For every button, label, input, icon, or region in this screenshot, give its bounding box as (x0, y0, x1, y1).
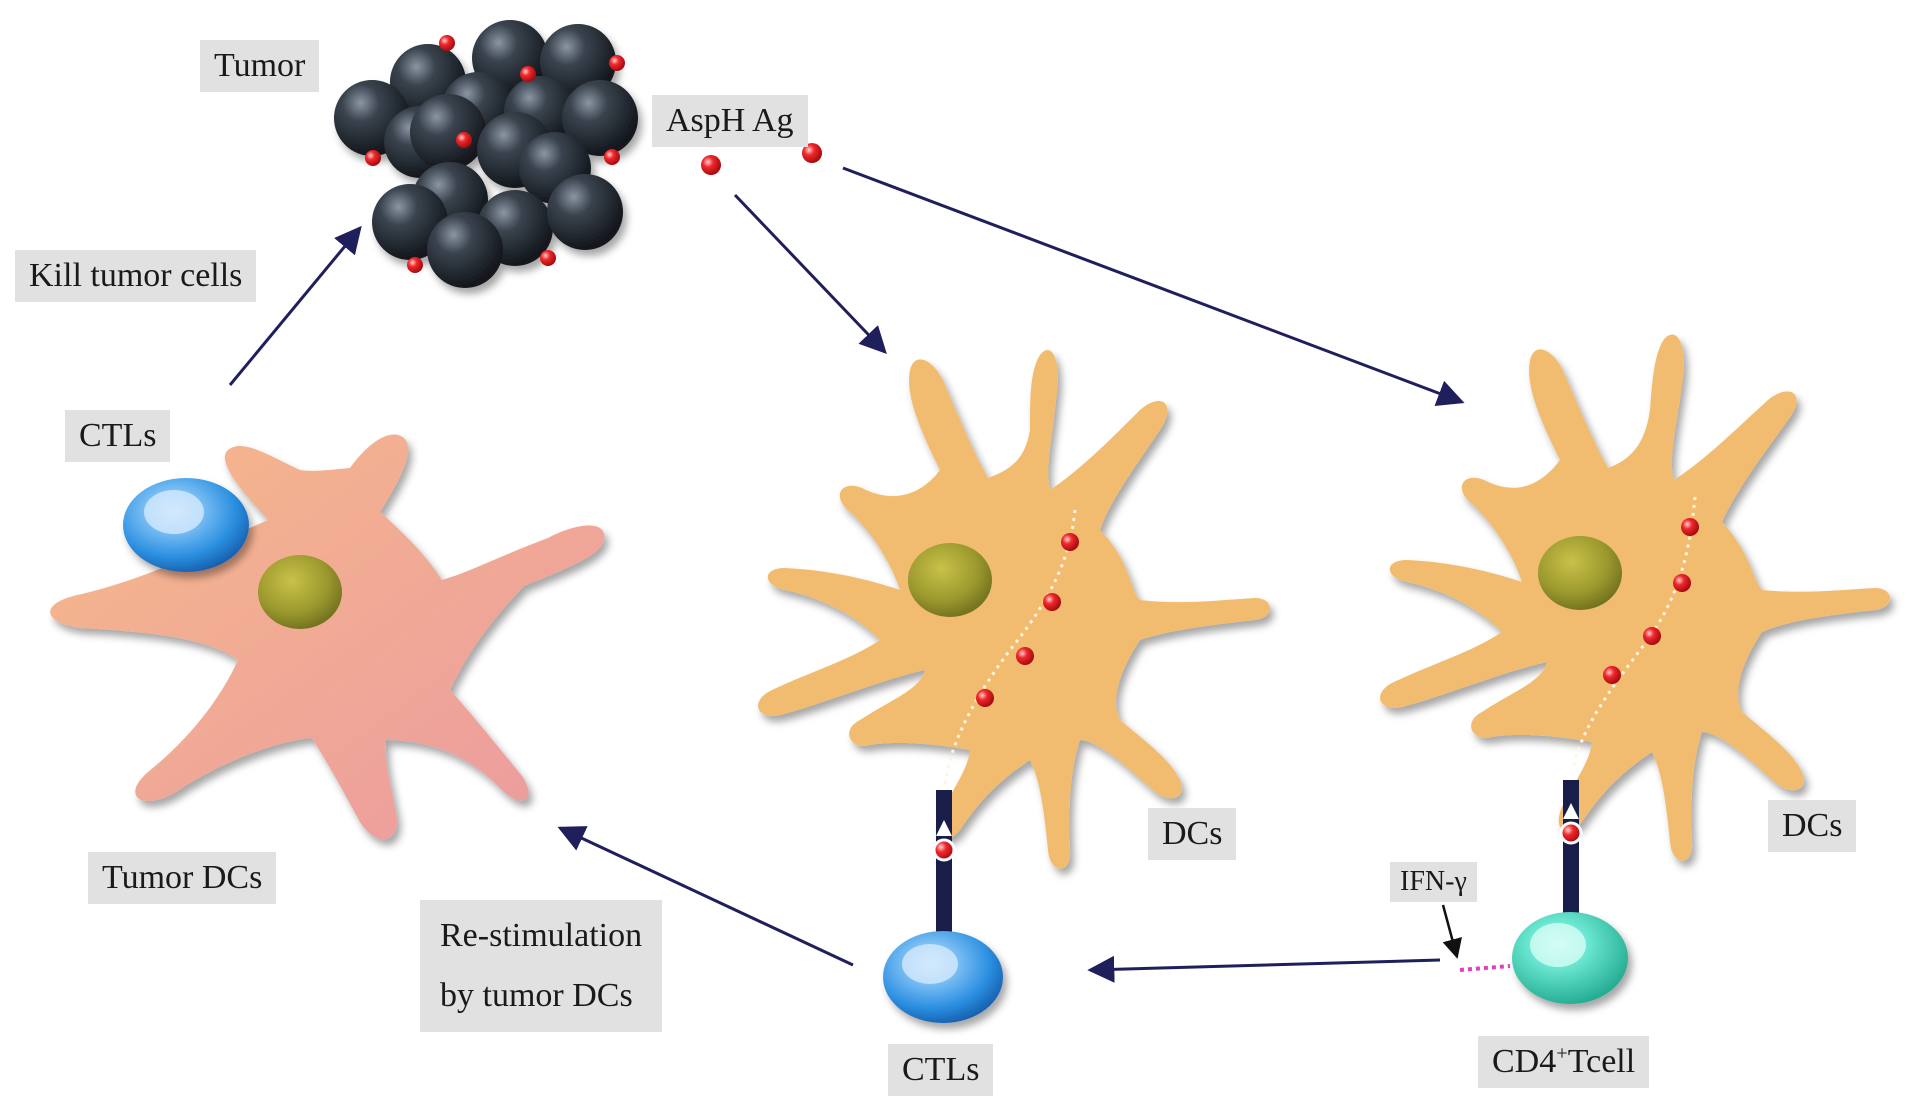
arrow-cd4-to-ctl (1090, 960, 1440, 970)
arrow-antigen-to-dc-right (843, 168, 1462, 402)
tumor-dc-cell (50, 435, 604, 840)
label-tumor: Tumor (200, 40, 319, 92)
label-cd4-sup: + (1556, 1043, 1568, 1065)
dc-middle-synapse-antigen (934, 840, 954, 860)
free-antigens (701, 143, 822, 175)
dc-middle-cell (758, 350, 1270, 869)
arrow-antigen-to-dc-middle (735, 195, 885, 352)
label-ctls-bottom: CTLs (888, 1044, 993, 1096)
label-ifn-gamma: IFN-γ (1390, 862, 1477, 902)
ctl-cell-top (123, 478, 249, 572)
dc-right-synapse (1563, 780, 1579, 930)
ifn-gamma-link (1460, 966, 1510, 970)
label-restimulation-line2: by tumor DCs (440, 966, 642, 1026)
label-ctls-top: CTLs (65, 410, 170, 462)
dc-right-nucleus (1538, 536, 1622, 610)
ctl-cell-bottom (883, 931, 1003, 1023)
label-restimulation-line1: Re-stimulation (440, 906, 642, 966)
label-dcs-middle: DCs (1148, 808, 1236, 860)
label-cd4-tcell: CD4+Tcell (1478, 1036, 1649, 1088)
tumor-dc-nucleus (258, 555, 342, 629)
dc-middle-synapse (936, 790, 952, 940)
label-cd4-main: CD4 (1492, 1043, 1556, 1080)
label-dcs-right: DCs (1768, 800, 1856, 852)
ifn-gamma-pointer (1443, 905, 1457, 957)
dc-right-cell (1380, 335, 1890, 861)
label-cd4-rest: Tcell (1568, 1043, 1635, 1080)
label-tumor-dcs: Tumor DCs (88, 852, 276, 904)
cd4-tcell (1512, 912, 1628, 1004)
label-restimulation: Re-stimulation by tumor DCs (420, 900, 662, 1032)
dc-middle-nucleus (908, 543, 992, 617)
label-asph-ag: AspH Ag (652, 95, 808, 147)
label-kill-tumor-cells: Kill tumor cells (15, 250, 256, 302)
dc-right-synapse-antigen (1561, 823, 1581, 843)
